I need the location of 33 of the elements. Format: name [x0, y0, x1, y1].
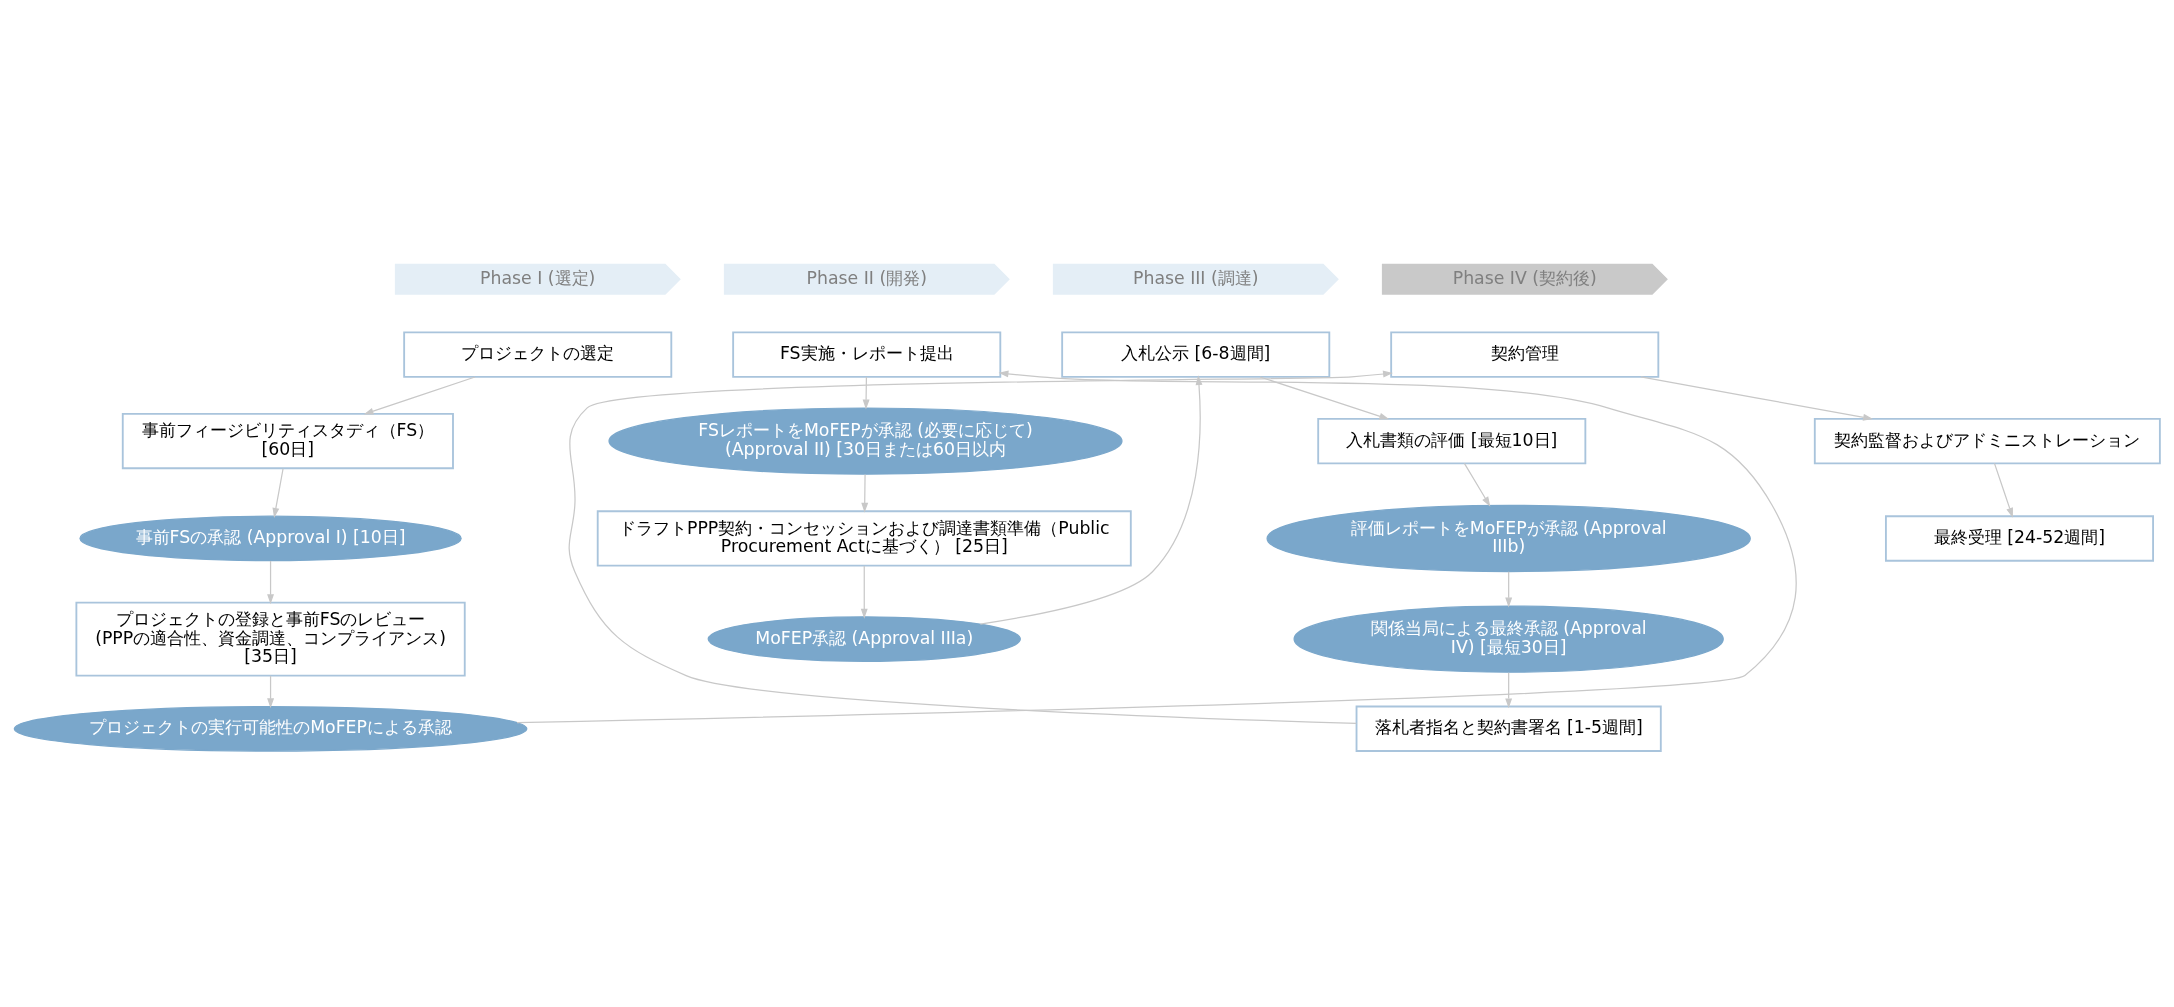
node-ellipse: プロジェクトの実行可能性のMoFEPによる承認: [13, 705, 528, 752]
node-box: 入札公示 [6-8週間]: [1061, 330, 1331, 378]
arrow: [861, 473, 869, 513]
node-box: 事前フィージビリティスタディ（FS） [60日]: [121, 412, 454, 469]
arrow: [1505, 570, 1513, 608]
node-box: ドラフトPPP契約・コンセッションおよび調達書類準備（Public Procurement Actに基づく） [25日]: [596, 509, 1132, 567]
node-box: FS実施・レポート提出: [732, 330, 1002, 378]
node-ellipse: FSレポートをMoFEPが承認 (必要に応じて) (Approval II) [30日または60日以内: [608, 406, 1123, 475]
arrow: [862, 375, 870, 409]
node-box: 最終受理 [24-52週間]: [1885, 514, 2154, 562]
node-ellipse: 事前FSの承認 (Approval I) [10日]: [79, 515, 462, 561]
arrow: [979, 374, 1203, 625]
arrow: [1463, 462, 1491, 507]
node-box: 契約管理: [1390, 330, 1660, 378]
node-ellipse: 関係当局による最終承認 (Approval IV) [最短30日]: [1293, 604, 1724, 673]
arrow: [860, 564, 868, 619]
arrow: [267, 674, 275, 708]
arrow: [1993, 462, 2013, 518]
arrow: [272, 467, 284, 518]
arrow: [363, 375, 476, 414]
node-box: プロジェクトの選定: [403, 330, 673, 378]
arrow: [1640, 375, 1873, 421]
node-box: 入札書類の評価 [最短10日]: [1317, 417, 1587, 464]
arrow: [1259, 375, 1390, 420]
arrow: [1505, 671, 1513, 708]
node-ellipse: MoFEP承認 (Approval IIIa): [707, 615, 1021, 662]
arrow: [568, 370, 1393, 724]
node-box: プロジェクトの登録と事前FSのレビュー (PPPの適合性、資金調達、コンプライアンス) [35日]: [75, 601, 466, 677]
node-ellipse: 評価レポートをMoFEPが承認 (Approval IIIb): [1266, 504, 1751, 572]
arrow: [516, 369, 1797, 723]
node-box: 契約監督およびアドミニストレーション: [1813, 417, 2161, 464]
node-box: 落札者指名と契約書署名 [1-5週間]: [1355, 705, 1662, 752]
arrow: [267, 559, 275, 604]
